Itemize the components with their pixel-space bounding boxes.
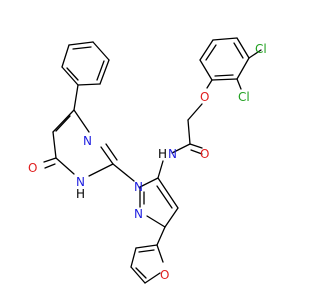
atom-n-pyrimidine-3: N [83, 134, 92, 148]
atom-o-furan: O [160, 268, 169, 282]
furan-ring [130, 226, 166, 284]
molecule-structure: Cl Cl O O N H N N N N H O O [28, 37, 267, 284]
phenyl-ring [61, 41, 110, 111]
atom-n-pyrazole-2: N [134, 207, 143, 221]
atom-cl-ortho: Cl [238, 90, 250, 104]
atom-cl-top: Cl [255, 42, 267, 56]
atom-h-amide: H [158, 147, 167, 161]
atom-o-keto: O [28, 161, 37, 175]
atom-n-amide: N [168, 147, 177, 161]
atom-n-pyrazole-1: N [134, 180, 143, 194]
substituent-bonds [171, 49, 262, 155]
dichlorophenyl-ring [199, 37, 250, 81]
pyrimidinone-ring [43, 109, 135, 182]
atom-h-pyrimidine-1: H [76, 187, 85, 201]
pyrazole-ring [139, 160, 179, 228]
atom-n-pyrimidine-1: N [76, 175, 85, 189]
atom-labels: Cl Cl O O N H N N N N H O O [28, 42, 267, 282]
atom-o-ether: O [200, 90, 209, 104]
molecule-canvas: Cl Cl O O N H N N N N H O O [28, 37, 267, 284]
atom-o-amide: O [200, 147, 209, 161]
